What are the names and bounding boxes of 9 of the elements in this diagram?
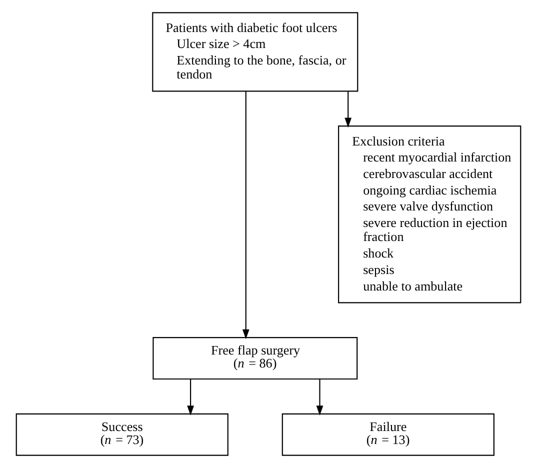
node-box: Patients with diabetic foot ulcers Ulcer size > 4cm Extending to the bone, fascia, or tendon	[152, 12, 358, 92]
node-box: Exclusion criteria recent myocardial infarction cerebrovascular accident ongoing cardiac ischemia severe valve dysfunction severe reduction in ejection fraction shock sepsis unable to ambulate	[338, 126, 521, 304]
node-box: Failure (n = 13)	[281, 413, 494, 456]
arrow	[344, 91, 352, 128]
arrow	[242, 91, 249, 340]
node-box: Success (n = 73)	[15, 413, 228, 456]
arrow	[186, 379, 194, 416]
arrow	[316, 379, 323, 416]
node-box: Free flap surgery (n = 86)	[152, 337, 358, 380]
